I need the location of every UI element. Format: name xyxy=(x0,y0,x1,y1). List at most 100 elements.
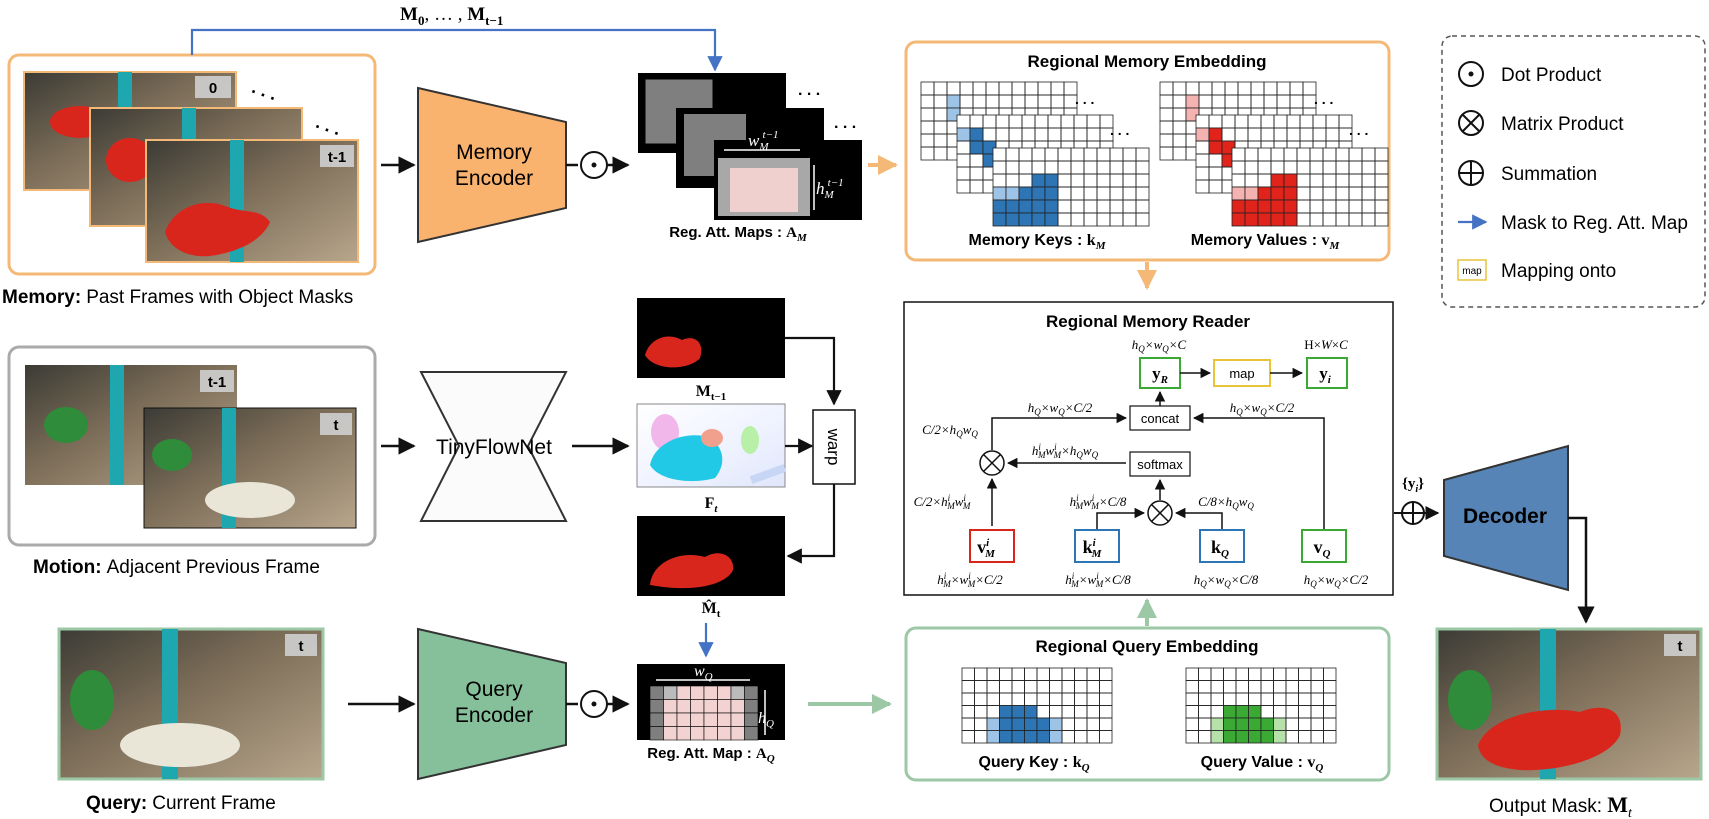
map-node: map xyxy=(1213,359,1271,387)
memory-encoder: Memory Encoder xyxy=(417,86,567,244)
svg-text:kiM: kiM xyxy=(1083,537,1103,560)
svg-text:vQ: vQ xyxy=(1314,537,1331,560)
flow-field xyxy=(636,403,787,488)
concat-node: concat xyxy=(1129,405,1191,431)
prev-mask-label: Mt−1 xyxy=(696,383,727,403)
memory-attmap-caption: Reg. Att. Maps : AM xyxy=(669,224,808,244)
query-value-label: Query Value : vQ xyxy=(1201,754,1324,774)
legend-item-summation: Summation xyxy=(1501,164,1597,185)
arrow-kM-to-matmul xyxy=(1096,507,1146,530)
memory-embedding-title: Regional Memory Embedding xyxy=(1028,52,1267,71)
matrix-product-icon xyxy=(1458,110,1484,136)
query-attention-map: wQ hQ xyxy=(637,663,785,741)
flow-label: Ft xyxy=(705,495,719,515)
arrow-matmul-to-concat xyxy=(991,412,1128,450)
concat-node-label: concat xyxy=(1141,411,1180,426)
output-frame: t xyxy=(1435,627,1703,781)
query-key-label: Query Key : kQ xyxy=(978,754,1089,774)
memory-caption: Memory:Past Frames with Object Masks xyxy=(2,287,353,308)
grid-ellipsis: . . . xyxy=(1110,122,1129,138)
query-encoder: Query Encoder xyxy=(417,627,567,781)
query-encoder-label-1: Query xyxy=(465,678,523,701)
dim-yR: hQ×wQ×C xyxy=(1132,337,1187,354)
arrow-vQ-to-concat xyxy=(1192,412,1325,530)
attmap-ellipsis-2: . . . xyxy=(834,115,856,132)
decoder-label: Decoder xyxy=(1463,505,1547,528)
dim-kQ-in: C/8×hQwQ xyxy=(1198,494,1254,511)
vQ-node: vQ xyxy=(1301,529,1347,563)
query-frame-tag: t xyxy=(299,638,304,655)
h-m-label: hMt−1 xyxy=(816,177,844,201)
dim-concat-right: hQ×wQ×C/2 xyxy=(1230,400,1295,417)
legend-item-mapping-onto: Mapping onto xyxy=(1501,261,1616,282)
dim-left-mul: C/2×hQwQ xyxy=(922,422,978,439)
motion-panel: t-1 t xyxy=(7,345,377,547)
tinyflownet: TinyFlowNet xyxy=(419,371,568,522)
attmap-ellipsis-1: . . . xyxy=(798,82,820,99)
tinyflownet-label: TinyFlowNet xyxy=(436,436,552,459)
motion-frame-t-tag: t xyxy=(334,417,339,434)
h-q-label: hQ xyxy=(758,710,774,730)
yi-node: yi xyxy=(1306,357,1348,389)
legend-item-mask-to-att: Mask to Reg. Att. Map xyxy=(1501,213,1688,234)
dot-product-icon xyxy=(1458,61,1484,87)
query-frame: t xyxy=(57,627,325,781)
dim-kQ: hQ×wQ×C/8 xyxy=(1194,572,1259,589)
output-frame-tag: t xyxy=(1678,638,1683,655)
memory-reader-panel: Regional Memory Reader hQ×wQ×C H×W×C yR … xyxy=(903,301,1394,596)
warp-label: warp xyxy=(824,428,843,466)
warp-op: warp xyxy=(785,336,856,564)
memory-embedding-panel: Regional Memory Embedding . . . . . . . .… xyxy=(904,40,1391,262)
grid-ellipsis: . . . xyxy=(1349,122,1368,138)
legend: Dot Product Matrix Product Summation Mas… xyxy=(1441,35,1706,308)
w-m-label: wMt−1 xyxy=(748,129,779,153)
dim-yi: H×W×C xyxy=(1304,337,1348,352)
reader-title: Regional Memory Reader xyxy=(1046,312,1250,331)
dot-product-memory xyxy=(580,151,608,179)
map-box-icon-label: map xyxy=(1462,266,1482,277)
query-encoder-label-2: Encoder xyxy=(455,704,533,727)
memory-frame-t-1-tag: t-1 xyxy=(328,149,346,166)
memory-panel: 0 . . . . . . t-1 xyxy=(7,53,377,276)
legend-item-dot-product: Dot Product xyxy=(1501,65,1602,86)
memory-ellipsis-1: . . . xyxy=(249,77,279,104)
matmul-center xyxy=(1147,500,1173,526)
mask-sequence-arrow: M0, … , Mt−1 xyxy=(190,4,723,72)
dim-vQ: hQ×wQ×C/2 xyxy=(1304,572,1369,589)
previous-mask xyxy=(637,298,785,378)
matmul-left xyxy=(979,450,1005,476)
kQ-node: kQ xyxy=(1199,529,1245,563)
memory-keys-grid: . . . . . . xyxy=(920,81,1150,227)
mask-sequence-label: M0, … , Mt−1 xyxy=(400,4,503,28)
decoder: Decoder xyxy=(1443,444,1569,592)
dot-product-query xyxy=(580,690,608,718)
memory-values-label: Memory Values : vM xyxy=(1191,232,1341,252)
warped-mask-label: M̂t xyxy=(702,599,721,620)
warped-mask xyxy=(637,516,785,596)
svg-text:yR: yR xyxy=(1152,364,1168,386)
summation-node xyxy=(1401,501,1425,525)
legend-item-matrix-product: Matrix Product xyxy=(1501,114,1624,135)
decoder-input-label: {yi} xyxy=(1402,476,1424,495)
memory-attention-maps: . . . . . . wMt−1 hMt−1 xyxy=(638,73,862,220)
memory-keys-label: Memory Keys : kM xyxy=(969,232,1107,252)
memory-values-grid: . . . . . . xyxy=(1159,81,1389,227)
memory-encoder-label-1: Memory xyxy=(456,141,532,164)
memory-ellipsis-2: . . . xyxy=(313,112,343,139)
softmax-node: softmax xyxy=(1129,451,1191,477)
query-embedding-panel: Regional Query Embedding Query Key : kQ … xyxy=(904,626,1391,782)
query-key-grid xyxy=(961,667,1113,744)
memory-frame-t-1: t-1 xyxy=(145,139,359,263)
grid-ellipsis: . . . xyxy=(1314,91,1333,107)
w-q-label: wQ xyxy=(694,663,713,683)
summation-icon xyxy=(1458,160,1484,186)
dim-concat-left: hQ×wQ×C/2 xyxy=(1028,400,1093,417)
grid-ellipsis: . . . xyxy=(1075,91,1094,107)
